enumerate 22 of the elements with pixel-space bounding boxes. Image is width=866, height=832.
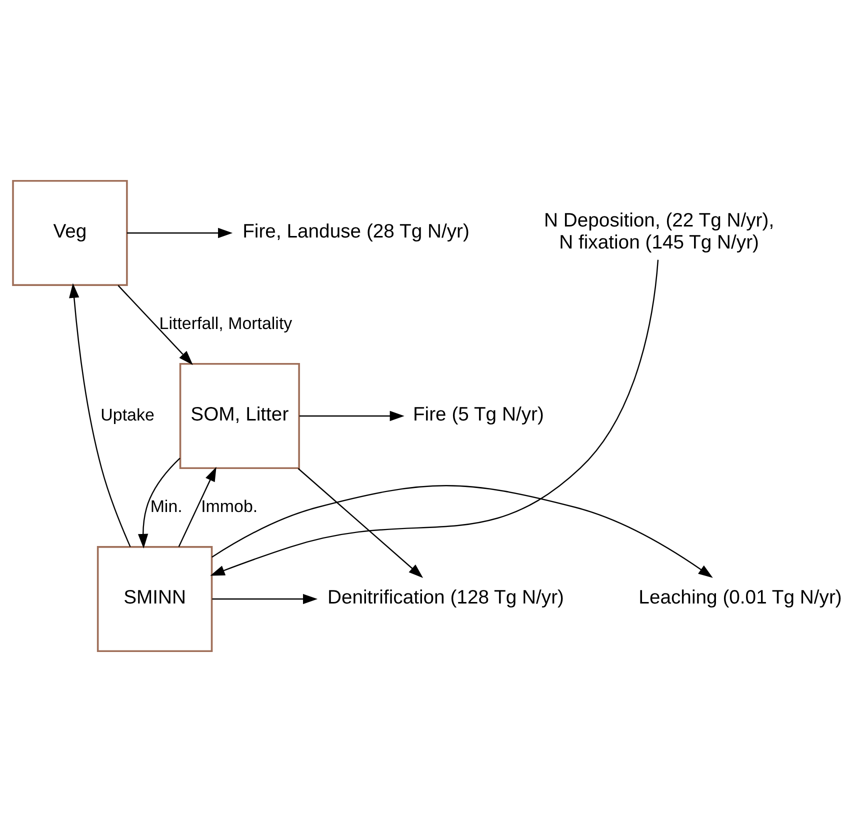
arrow <box>299 410 404 422</box>
arrow <box>212 485 713 578</box>
node-box: SMINN <box>96 546 213 652</box>
node-text: N Deposition, (22 Tg N/yr), N fixation (145 Tg N/yr) <box>544 210 774 254</box>
arrow <box>118 285 193 366</box>
arrow <box>178 466 216 547</box>
edge-label: Immob. <box>201 497 258 516</box>
node-box: SOM, Litter <box>179 362 300 470</box>
arrow <box>298 468 424 578</box>
node-text: Denitrification (128 Tg N/yr) <box>327 586 564 609</box>
node-text: Leaching (0.01 Tg N/yr) <box>638 586 842 609</box>
arrow <box>69 283 131 548</box>
node-text: Fire (5 Tg N/yr) <box>412 404 544 426</box>
arrow <box>210 260 659 576</box>
node-text: Fire, Landuse (28 Tg N/yr) <box>242 220 470 243</box>
arrow <box>212 594 318 604</box>
node-box: Veg <box>12 180 128 286</box>
arrow <box>138 458 180 548</box>
edge-label: Uptake <box>100 405 154 424</box>
edge-label: Min. <box>150 497 182 516</box>
arrow <box>126 228 233 238</box>
edge-label: Litterfall, Mortality <box>159 314 292 333</box>
